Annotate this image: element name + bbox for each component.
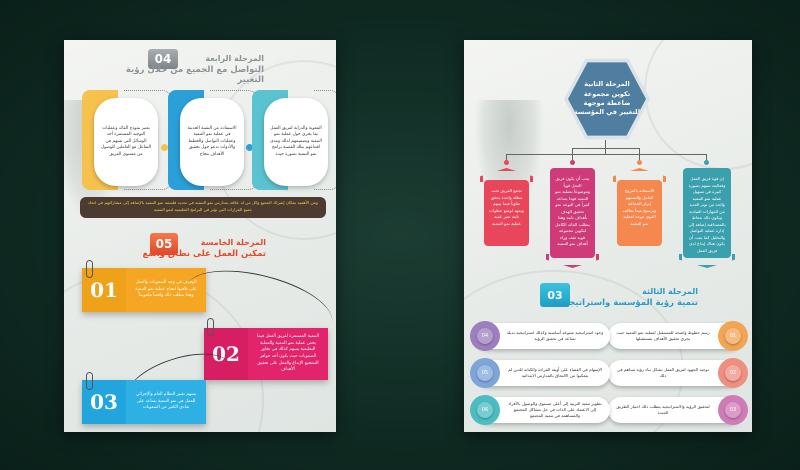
pill-text: وجود استراتيجية متنوعة أساسية وكذلك استر… — [506, 329, 604, 341]
bubble-text: الاستفادة من التقنية الحديثة في عملية نم… — [180, 98, 244, 186]
pill-badge: 05 — [470, 358, 500, 388]
phase-2-column-2: يجب أن يكون فريق العمل قوياً وموضوعاً بع… — [550, 168, 595, 258]
tree-connector — [506, 154, 507, 162]
tree-connector — [639, 148, 640, 162]
pill-badge: 02 — [718, 358, 748, 388]
pill-badge: 06 — [470, 395, 500, 425]
badge-number: 06 — [477, 402, 493, 418]
pill-badge: 04 — [470, 321, 500, 351]
phase-3-item-04: 04 وجود استراتيجية متنوعة أساسية وكذلك ا… — [470, 321, 610, 351]
phase-2-subtitle-line: للتغيير في المؤسسة — [573, 108, 641, 117]
chevron-down-icon — [679, 254, 735, 268]
phase-3-title: المرحلة الثالثة — [642, 287, 698, 296]
phase-4-bubble-yellow: يعتبر نموذج القائد وعمليات التوجيه المست… — [82, 90, 172, 190]
connector-dot — [637, 160, 642, 165]
phase-5-step-02: 02 التنمية المستمرة لفريق العمل فيما يخص… — [204, 328, 328, 380]
phase-4-subtitle: التواصل مع الجميع من خلال رؤية التغيير — [125, 65, 264, 85]
phase-4-number-badge: 04 — [148, 49, 178, 69]
phase-2-column-1: تجمع الفريق تحت مظلة واحدة يحقق تعاوناً … — [484, 180, 529, 246]
phase-2-subtitle-line: ضاغطة موجهة — [583, 99, 631, 107]
step-number: 02 — [204, 328, 248, 380]
badge-number: 01 — [725, 328, 741, 344]
phase-4-heading: المرحلة الرابعة التواصل مع الجميع من خلا… — [124, 54, 264, 85]
pill-text: الإسهام في القضاء على أوبئة القراءة والك… — [508, 366, 602, 378]
brochure-page-left: 04 المرحلة الرابعة التواصل مع الجميع من … — [64, 40, 336, 432]
pill-text: رسم خطوط واضحة للمستقبل لعملية نمو التنم… — [616, 329, 710, 341]
connector-dot — [161, 144, 168, 151]
pill-badge: 03 — [718, 395, 748, 425]
tree-connector — [572, 148, 573, 162]
bubble-text: المعونة والدراية لفريق العمل بما يجري حو… — [264, 98, 328, 186]
phase-5-subtitle: تمكين العمل على نطاق واسع — [142, 249, 266, 259]
paperclip-icon — [207, 318, 214, 336]
phase-3-item-02: توجيه الجهود لفريق العمل بشكل بناء رؤية … — [608, 358, 748, 388]
pill-badge: 01 — [718, 321, 748, 351]
phase-2-title: المرحلة الثانية — [584, 80, 630, 89]
connector-dot — [246, 144, 253, 151]
step-text: الوقوف في وجه الصعوبات والعمل على تلافيه… — [135, 280, 197, 299]
phase-5-heading: المرحلة الخامسة تمكين العمل على نطاق واس… — [136, 238, 266, 259]
badge-number: 03 — [725, 402, 741, 418]
phase-2-heading: المرحلة الثانية تكوين مجموعة ضاغطة موجهة… — [574, 80, 640, 118]
phase-4-info-bar: ومن الأهمية بمكان إشراك الجميع وكل من له… — [80, 197, 326, 218]
background-pattern — [644, 40, 752, 170]
step-text: التنمية المستمرة لفريق العمل فيما يخص عم… — [257, 334, 319, 373]
brochure-page-right: المرحلة الثانية تكوين مجموعة ضاغطة موجهة… — [464, 40, 752, 432]
bubble-text: يعتبر نموذج القائد وعمليات التوجيه المست… — [94, 98, 158, 186]
tree-connector — [572, 148, 639, 149]
paperclip-icon — [86, 260, 93, 278]
phase-3-subtitle: تنمية رؤية المؤسسة واستراتيجيتها — [553, 298, 698, 308]
phase-3-heading: المرحلة الثالثة تنمية رؤية المؤسسة واستر… — [538, 287, 698, 308]
phase-5-title: المرحلة الخامسة — [200, 238, 266, 247]
paperclip-icon — [86, 372, 93, 390]
phase-2-subtitle-line: تكوين مجموعة — [583, 89, 631, 98]
tree-connector — [706, 154, 707, 162]
badge-number: 05 — [477, 365, 493, 381]
pill-text: لتحقيق الرؤية والاستراتيجية يتطلب ذلك اخ… — [616, 403, 710, 415]
chevron-down-icon — [546, 254, 599, 268]
phase-2-column-3: الاستعانة بالمروج العامل والمسهم إبراز ا… — [617, 180, 662, 246]
pill-text: توجيه الجهود لفريق العمل بشكل بناء رؤية … — [617, 366, 709, 378]
phase-5-step-03: 03 يسهم تغيير النظام العام والإجرائي للع… — [82, 380, 206, 424]
dotted-frame — [314, 90, 336, 190]
tree-connector — [605, 140, 606, 154]
phase-2-column-4: إن قوة فريق العمل وفعاليته تسهم بصورة كب… — [683, 168, 731, 258]
phase-3-item-06: 06 تطوير تنمية التربية إلى أعلى مستوى وا… — [470, 395, 610, 425]
pill-text: تطوير تنمية التربية إلى أعلى مستوى والوص… — [508, 400, 602, 419]
tree-connector — [506, 154, 706, 155]
connector-dot — [704, 160, 709, 165]
badge-number: 02 — [725, 365, 741, 381]
phase-5-step-01: 01 الوقوف في وجه الصعوبات والعمل على تلا… — [82, 268, 206, 312]
phase-3-item-03: لتحقيق الرؤية والاستراتيجية يتطلب ذلك اخ… — [608, 395, 748, 425]
badge-number: 04 — [477, 328, 493, 344]
connector-dot — [570, 160, 575, 165]
chevron-up-icon — [613, 168, 666, 182]
phase-5-number-badge: 05 — [150, 233, 178, 255]
phase-3-item-01: رسم خطوط واضحة للمستقبل لعملية نمو التنم… — [608, 321, 748, 351]
phase-4-title: المرحلة الرابعة — [205, 54, 264, 63]
phase-4-bubble-teal: المعونة والدراية لفريق العمل بما يجري حو… — [252, 90, 336, 190]
phase-3-item-05: 05 الإسهام في القضاء على أوبئة القراءة و… — [470, 358, 610, 388]
step-text: يسهم تغيير النظام العام والإجرائي للعمل … — [135, 392, 197, 411]
phase-3-number-badge: 03 — [540, 283, 570, 307]
phase-4-bubble-blue: الاستفادة من التقنية الحديثة في عملية نم… — [168, 90, 258, 190]
connector-dot — [504, 160, 509, 165]
